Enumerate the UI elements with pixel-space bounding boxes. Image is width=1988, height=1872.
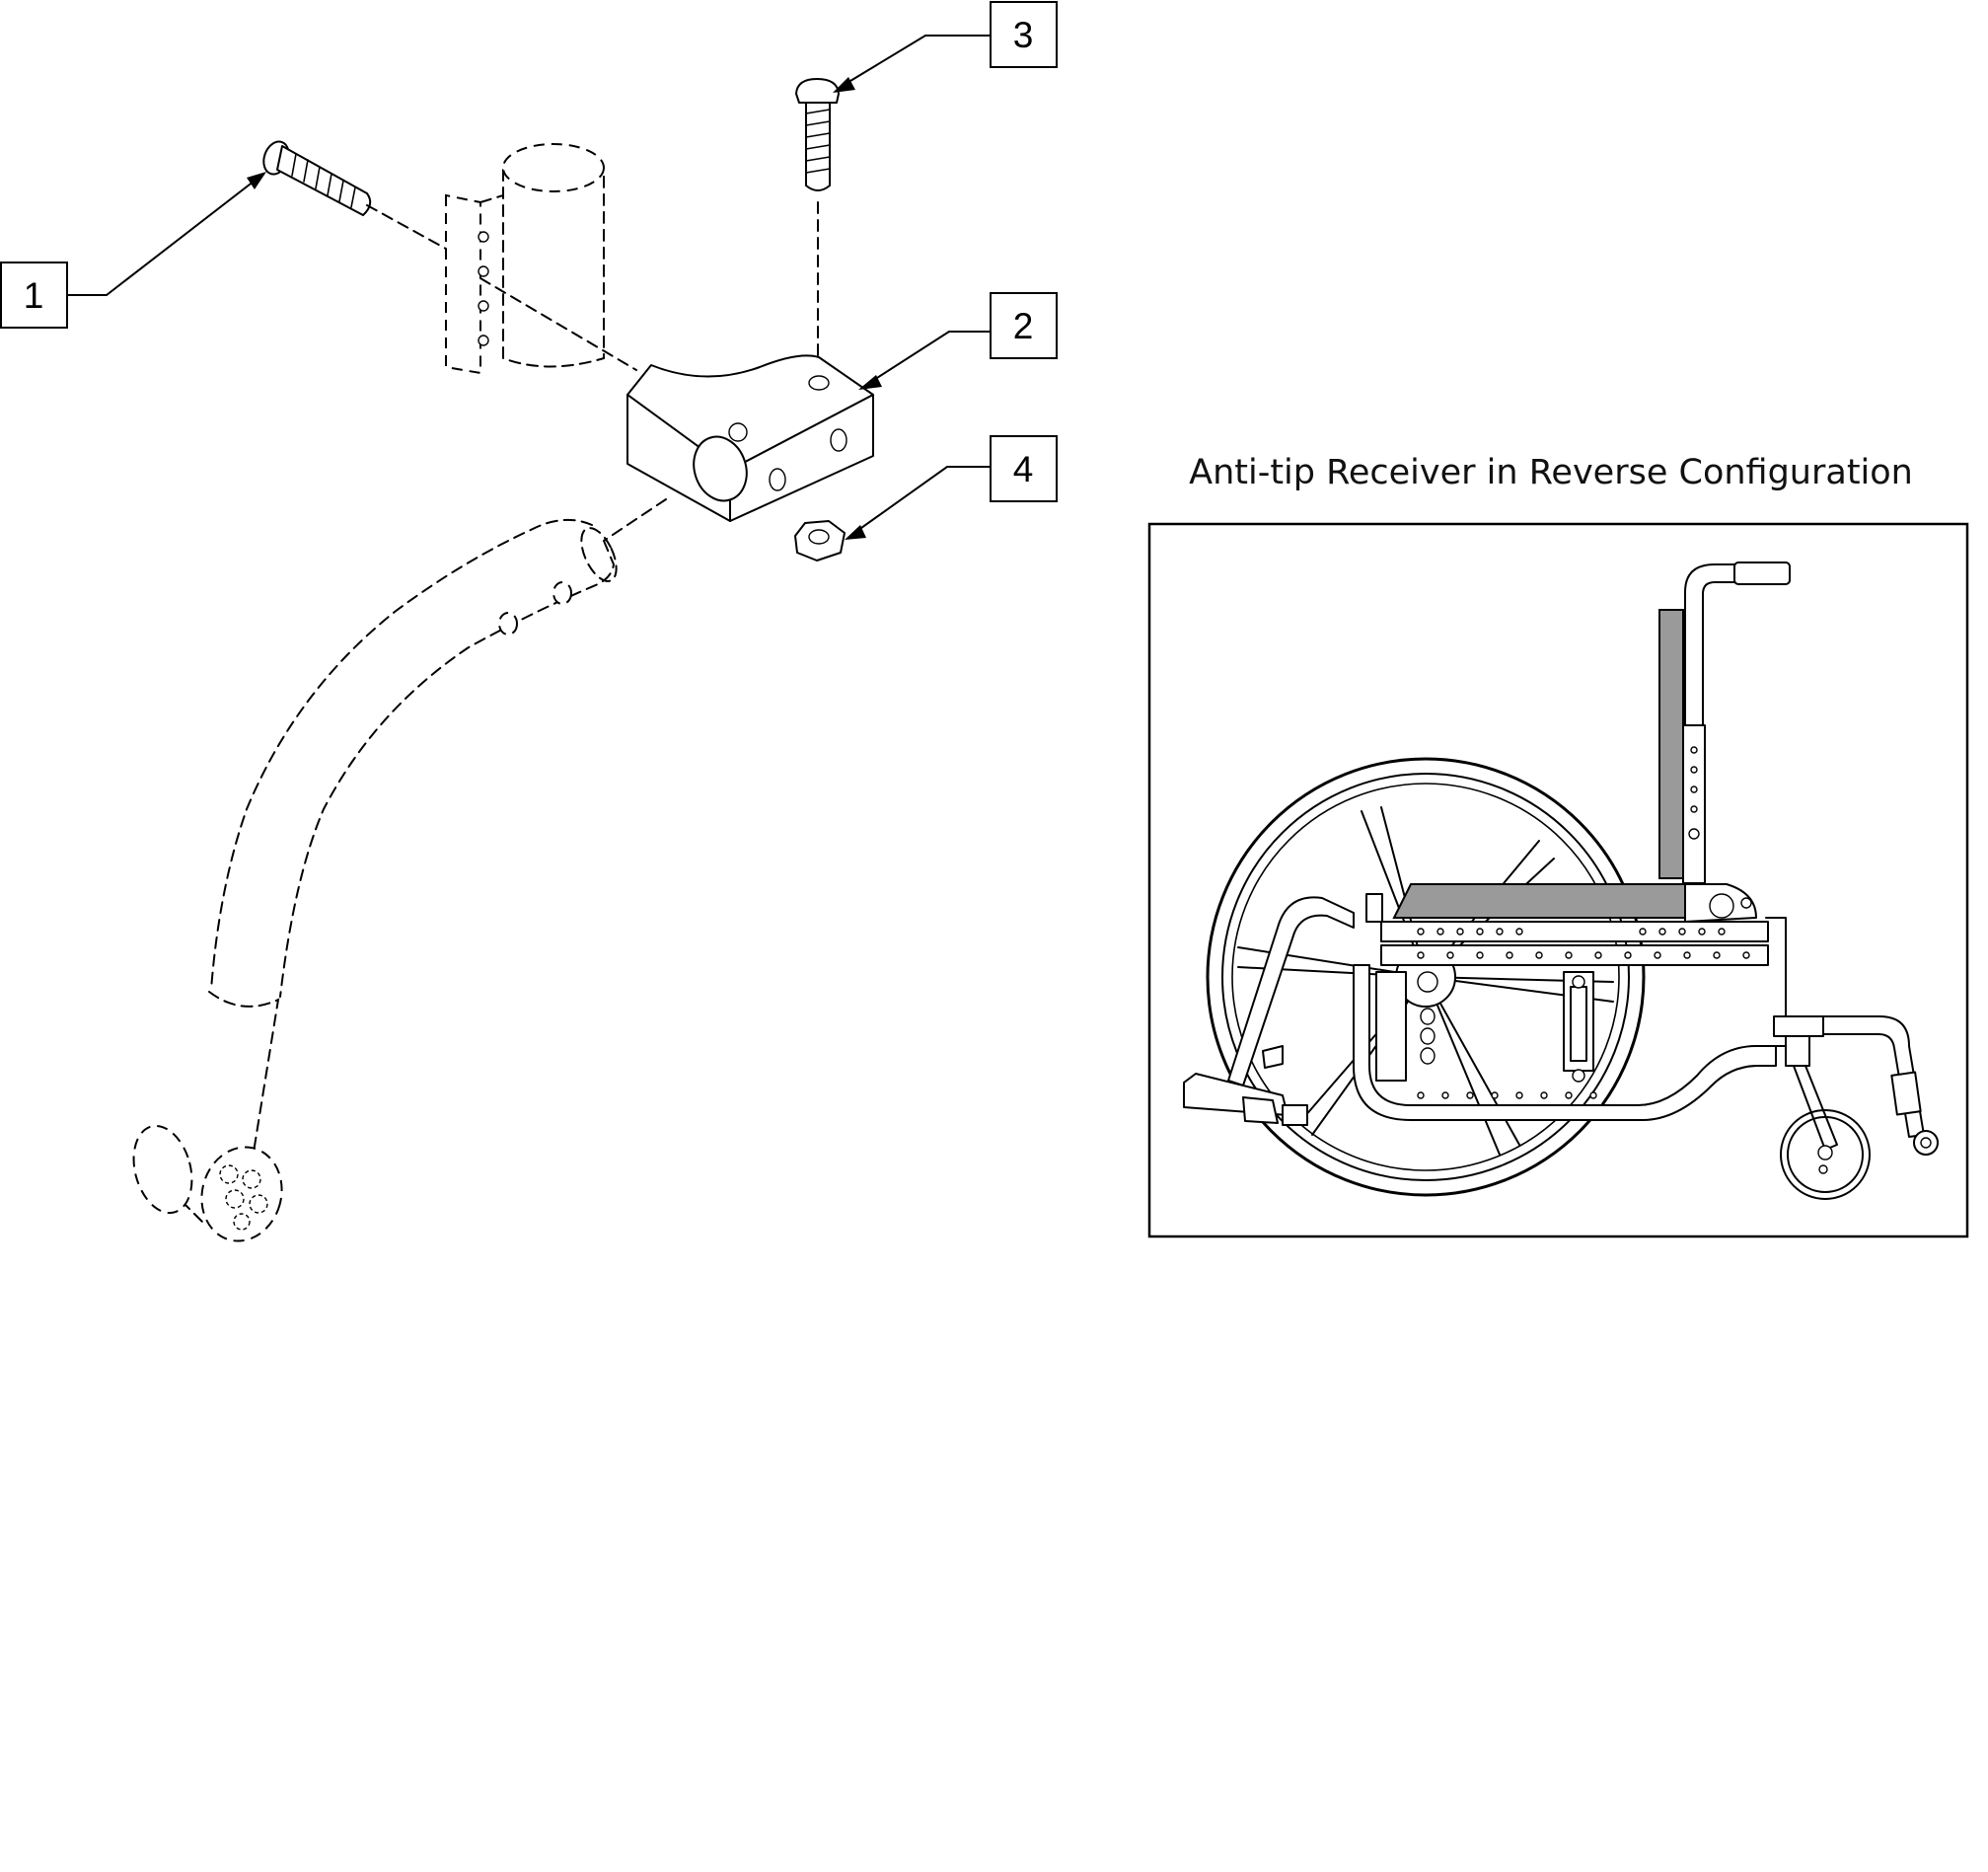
callout-4: 4: [845, 435, 1058, 540]
callout-4-number: 4: [1013, 449, 1034, 489]
callout-2-arrowhead: [858, 375, 882, 390]
callout-1-arrowhead: [247, 172, 266, 189]
callout-2-number: 2: [1013, 306, 1034, 346]
inset-title: Anti-tip Receiver in Reverse Configurati…: [1189, 453, 1913, 492]
callout-2: 2: [858, 292, 1058, 390]
seat-cushion: [1392, 883, 1686, 919]
callout-1: 1: [0, 172, 266, 329]
nut-part: [794, 520, 846, 562]
bolt-part: [262, 140, 637, 371]
callout-3-number: 3: [1013, 15, 1034, 55]
lower-frame: [1353, 964, 1777, 1121]
backrest: [1658, 562, 1791, 884]
inset-frame: [1147, 522, 1969, 1238]
frame-tube-ghost: [445, 143, 605, 375]
anti-tip-tube-ghost: [132, 518, 618, 1242]
callout-3-arrowhead: [833, 77, 855, 93]
back-cushion: [1658, 609, 1684, 879]
callout-3: 3: [833, 1, 1058, 93]
seat-frame: [1380, 883, 1787, 1047]
callout-1-number: 1: [24, 275, 44, 316]
inset-panel: [1147, 522, 1969, 1238]
callout-4-arrowhead: [845, 525, 866, 540]
anti-tip-assembly-inset: [1183, 893, 1383, 1126]
front-caster: [1773, 1015, 1939, 1200]
receiver-block-part: [603, 354, 874, 542]
screw-part: [795, 78, 840, 376]
